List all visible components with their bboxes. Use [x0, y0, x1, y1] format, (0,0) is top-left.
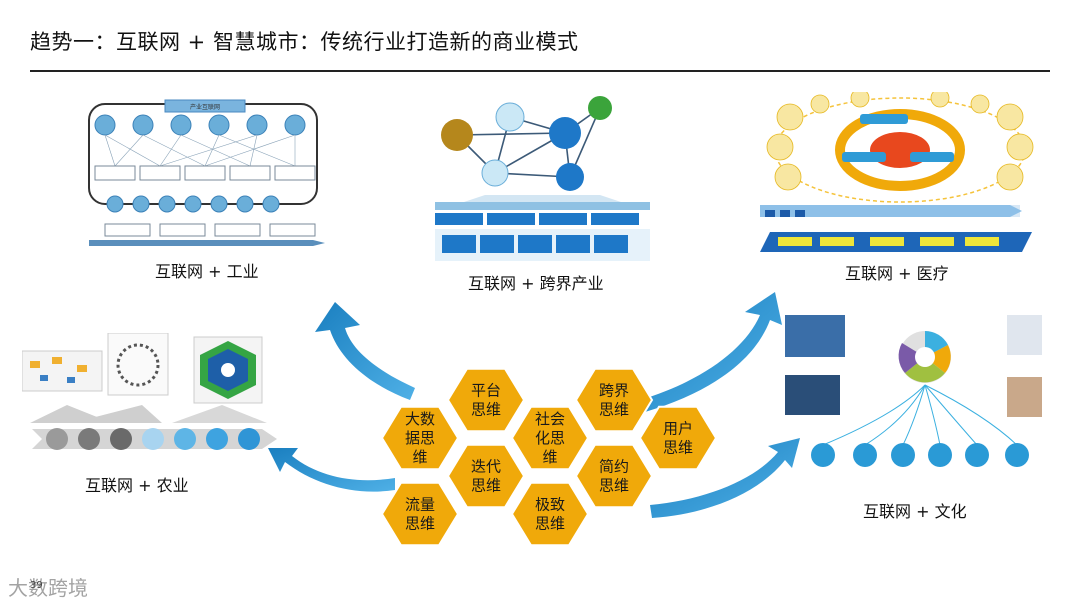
hexagon-label: 维 [542, 448, 557, 466]
hexagon-label: 社会 [535, 410, 565, 428]
title-divider [30, 70, 1050, 72]
caption-culture: 互联网 + 文化 [863, 502, 967, 521]
hexagon-label: 思维 [471, 477, 501, 495]
page-number: 39 [30, 580, 43, 591]
caption-industry: 互联网 + 工业 [155, 262, 259, 281]
arrow-to-industry [315, 302, 415, 400]
hexagon-label: 维 [412, 448, 427, 466]
hexagon-label: 思维 [599, 401, 629, 419]
industry-header: 产业互联网 [190, 103, 220, 111]
crossover-diagram [435, 96, 650, 261]
hexagon-label: 思维 [535, 515, 565, 533]
industry-diagram: 产业互联网 [88, 99, 325, 246]
arrow-to-culture [650, 438, 800, 518]
arrow-to-medical [640, 292, 782, 412]
agriculture-diagram [22, 333, 277, 450]
culture-diagram [785, 315, 1042, 467]
hexagon-label: 思维 [405, 515, 435, 533]
caption-crossover: 互联网 + 跨界产业 [468, 274, 604, 293]
hexagon-label: 用户 [663, 420, 693, 438]
hexagon-label: 简约 [599, 458, 629, 476]
hexagon-label: 迭代 [471, 458, 501, 476]
hexagon-label: 思维 [471, 401, 501, 419]
caption-medical: 互联网 + 医疗 [845, 264, 949, 283]
caption-agriculture: 互联网 + 农业 [85, 476, 189, 495]
hexagon-label: 化思 [535, 429, 565, 447]
medical-diagram [760, 92, 1034, 252]
hexagon-label: 流量 [405, 496, 435, 514]
hexagon-label: 大数 [405, 410, 435, 428]
arrow-to-agriculture [268, 448, 395, 492]
hexagon-label: 跨界 [599, 382, 629, 400]
page-title: 趋势一：互联网 + 智慧城市：传统行业打造新的商业模式 [30, 30, 579, 54]
hexagon-label: 极致 [535, 496, 565, 514]
hexagon-label: 思维 [663, 439, 693, 457]
hexagon-label: 平台 [471, 382, 501, 400]
hexagon-label: 据思 [405, 429, 435, 447]
watermark: 大数跨境 [8, 576, 88, 600]
hexagon-label: 思维 [599, 477, 629, 495]
